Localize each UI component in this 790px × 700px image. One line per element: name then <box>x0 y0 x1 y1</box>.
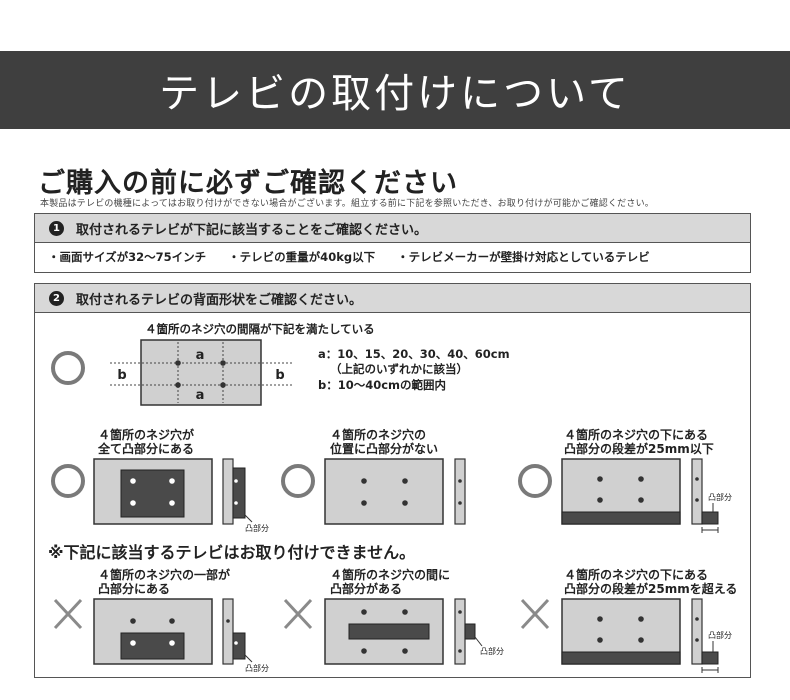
ok-mark <box>281 464 315 498</box>
protrusion <box>120 469 185 518</box>
dim-b-right: b <box>275 368 284 383</box>
screw-hole <box>175 360 181 366</box>
confirm-note: 本製品はテレビの機種によってはお取り付けができない場合がございます。組立する前に… <box>40 199 654 209</box>
condition-maker: ・テレビメーカーが壁掛け対応としているテレビ <box>397 250 650 264</box>
page-title: テレビの取付けについて <box>159 71 631 117</box>
title-banner: テレビの取付けについて <box>0 51 790 129</box>
ok-mark-main <box>51 351 85 385</box>
section2-label: 取付されるテレビの背面形状をご確認ください。 <box>76 292 363 308</box>
ng1-line2: 凸部分にある <box>98 582 171 596</box>
tv-side <box>454 458 466 525</box>
ng-case-3: 凸部分 <box>520 598 732 673</box>
ng-case-2: 凸部分 <box>283 598 504 665</box>
ok2-line1: ４箇所のネジ穴の <box>330 428 427 442</box>
protrusion <box>120 632 185 660</box>
tv-side <box>222 598 234 665</box>
ok2-line2: 位置に凸部分がない <box>330 442 439 456</box>
spec-a: a：10、15、20、30、40、60cm <box>318 347 510 361</box>
ng2-line2: 凸部分がある <box>330 582 403 596</box>
protrusion-label: 凸部分 <box>708 492 732 502</box>
section1-body <box>34 242 751 273</box>
screw-hole <box>220 360 226 366</box>
tv-back <box>324 458 444 525</box>
ok-case-2 <box>281 458 466 525</box>
tv-side <box>222 458 234 525</box>
screw-hole <box>175 382 181 388</box>
protrusion <box>348 623 430 640</box>
ok3-line1: ４箇所のネジ穴の下にある <box>564 428 709 442</box>
protrusion <box>561 651 681 665</box>
section1-number: 1 <box>49 220 64 236</box>
dim-b-left: b <box>117 368 126 383</box>
warning-text: ※下記に該当するテレビはお取り付けできません。 <box>48 543 416 562</box>
section2-header: 2 取付されるテレビの背面形状をご確認ください。 <box>34 283 751 313</box>
tv-side <box>691 598 703 665</box>
section2-number: 2 <box>49 290 64 306</box>
protrusion-label: 凸部分 <box>708 630 732 640</box>
tv-side <box>691 458 703 525</box>
main-caption: ４箇所のネジ穴の間隔が下記を満たしている <box>145 322 375 336</box>
screw-hole <box>220 382 226 388</box>
section1-header: 1 取付されるテレビが下記に該当することをご確認ください。 <box>34 213 751 243</box>
ok1-line1: ４箇所のネジ穴が <box>98 428 195 442</box>
ok-mark <box>518 464 552 498</box>
protrusion-label: 凸部分 <box>480 646 504 656</box>
ok3-line2: 凸部分の段差が25mm以下 <box>564 442 714 456</box>
ng2-line1: ４箇所のネジ穴の間に <box>330 568 451 582</box>
ng3-line1: ４箇所のネジ穴の下にある <box>564 568 709 582</box>
spec-a-note: （上記のいずれかに該当） <box>330 362 468 376</box>
dim-a-bottom: a <box>196 388 205 403</box>
spec-b: b：10〜40cmの範囲内 <box>318 378 447 392</box>
ok-case-3: 凸部分 <box>518 458 732 533</box>
tv-side <box>454 598 466 665</box>
confirm-heading: ご購入の前に必ずご確認ください <box>38 168 458 199</box>
ok1-line2: 全て凸部分にある <box>98 442 195 456</box>
dim-a-top: a <box>196 348 205 363</box>
ng3-line2: 凸部分の段差が25mmを超える <box>564 582 738 596</box>
protrusion <box>561 511 681 525</box>
section2-body <box>34 312 751 678</box>
tv-back-main <box>140 339 262 406</box>
condition-size: ・画面サイズが32〜75インチ <box>48 250 207 264</box>
ok-mark <box>51 464 85 498</box>
ng-case-1: 凸部分 <box>53 598 269 673</box>
section1-label: 取付されるテレビが下記に該当することをご確認ください。 <box>76 222 428 238</box>
protrusion-label: 凸部分 <box>245 523 269 533</box>
section1-conditions: ・画面サイズが32〜75インチ ・テレビの重量が40kg以下 ・テレビメーカーが… <box>48 249 668 265</box>
ng1-line1: ４箇所のネジ穴の一部が <box>98 568 231 582</box>
condition-weight: ・テレビの重量が40kg以下 <box>228 250 376 264</box>
protrusion-label: 凸部分 <box>245 663 269 673</box>
main-diagram: a a b b <box>51 339 292 406</box>
ok-case-1: 凸部分 <box>51 458 269 533</box>
